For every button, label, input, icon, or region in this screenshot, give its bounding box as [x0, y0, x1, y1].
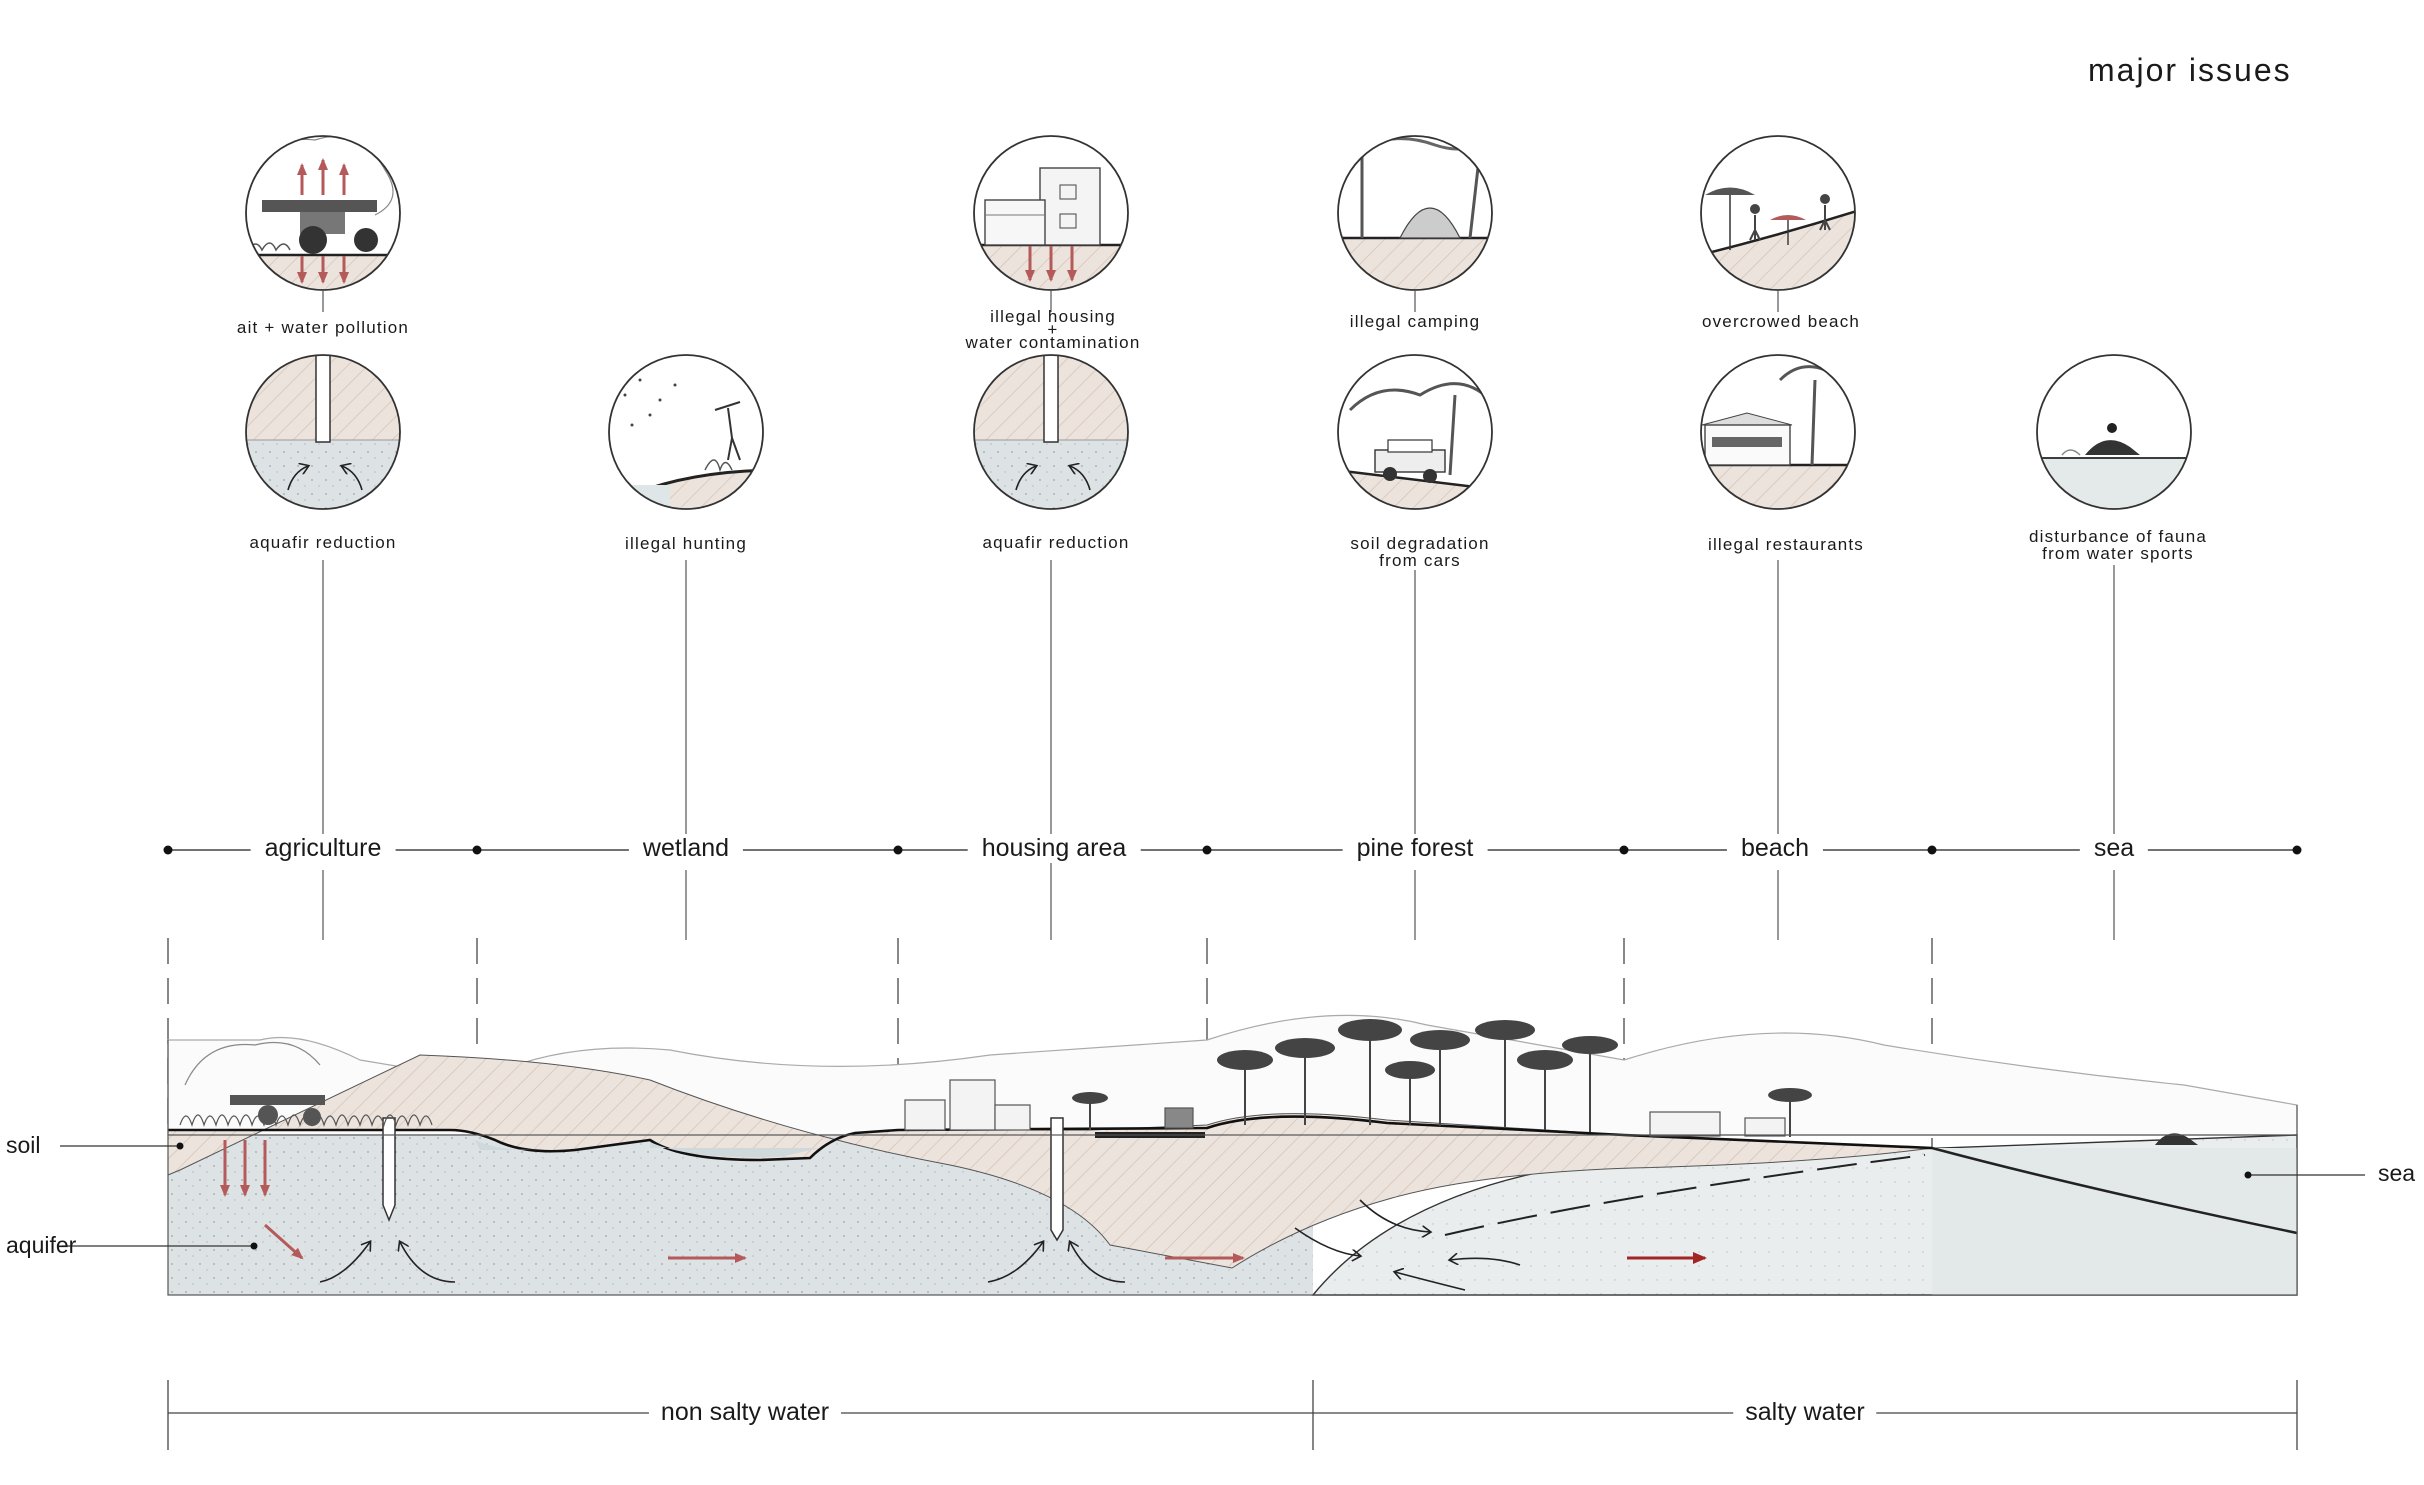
issue-circle-aquifer-1: [245, 354, 401, 510]
jetski-icon: [2061, 423, 2140, 456]
issue-circle-pollution: [245, 135, 401, 291]
water-label-salty: salty water: [1733, 1398, 1877, 1427]
issue-label-cars: soil degradation from cars: [1350, 534, 1490, 570]
tractor-icon: [247, 200, 378, 254]
zone-label-housing-area: housing area: [967, 834, 1141, 863]
hunter-icon: [704, 401, 741, 473]
layer-leaders: [60, 1142, 2365, 1250]
layer-label-aquifer: aquifer: [6, 1232, 77, 1258]
issue-circle-cars: [1337, 354, 1493, 510]
water-label-non-salty: non salty water: [648, 1398, 842, 1427]
issue-circle-beach: [1700, 135, 1856, 291]
layer-label-soil: soil: [6, 1132, 41, 1158]
issue-circle-watersports: [2036, 354, 2192, 510]
issue-circle-hunting: [608, 354, 764, 510]
car-icon: [1374, 439, 1446, 483]
cross-section: [167, 1014, 2298, 1296]
zone-label-agriculture: agriculture: [250, 834, 396, 863]
issue-circle-restaurants: [1700, 354, 1856, 510]
zone-label-sea: sea: [2079, 834, 2149, 863]
page-title: major issues: [2088, 52, 2292, 88]
issue-circle-aquifer-2: [973, 354, 1129, 510]
zone-axis: [163, 845, 2302, 855]
zone-label-pine-forest: pine forest: [1342, 834, 1488, 863]
issue-label-aquifer-1: aquafir reduction: [249, 533, 397, 552]
water-type-bracket: [167, 1380, 2298, 1450]
zone-label-wetland: wetland: [628, 834, 744, 863]
issue-label-watersports: disturbance of fauna from water sports: [2028, 527, 2208, 563]
restaurant-icon: [1701, 412, 1793, 466]
issue-label-camping: illegal camping: [1349, 312, 1481, 331]
tent-icon: [1399, 207, 1461, 239]
issue-label-aquifer-2: aquafir reduction: [982, 533, 1130, 552]
issue-label-housing: illegal housing + water contamination: [965, 307, 1141, 352]
issue-label-beach: overcrowed beach: [1701, 312, 1861, 331]
layer-label-sea: sea: [2378, 1160, 2416, 1186]
issue-leader-lines: [322, 560, 2115, 940]
house-icon: [984, 167, 1101, 246]
issue-label-pollution: ait + water pollution: [236, 318, 410, 337]
issue-label-restaurants: illegal restaurants: [1707, 535, 1865, 554]
issue-circle-housing: [973, 135, 1129, 291]
umbrella-icon: [1705, 187, 1806, 250]
zone-label-beach: beach: [1726, 834, 1824, 863]
issue-label-hunting: illegal hunting: [625, 534, 747, 553]
issue-circle-camping: [1337, 135, 1493, 291]
